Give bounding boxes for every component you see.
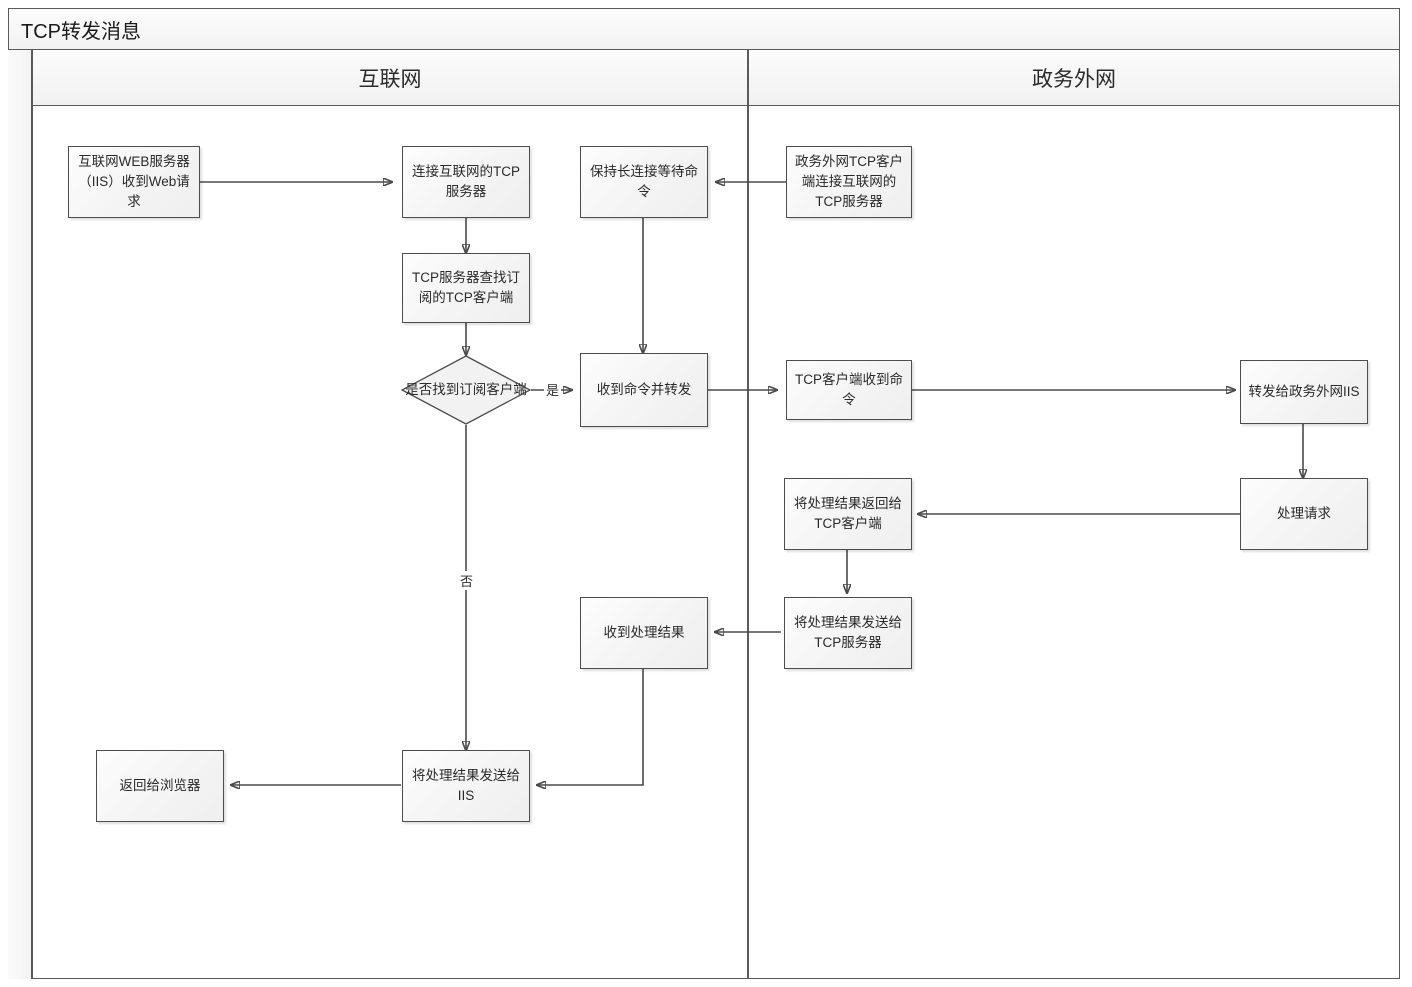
node-label: 互联网WEB服务器（IIS）收到Web请求 (78, 154, 190, 209)
diamond-shape (400, 355, 532, 425)
node-label: 处理请求 (1277, 506, 1331, 521)
edge-label-yes: 是 (544, 380, 562, 399)
lane-header-internet: 互联网 (32, 50, 748, 106)
diagram-title: TCP转发消息 (21, 20, 141, 43)
pool-left-band (8, 50, 32, 979)
node-return-to-browser[interactable]: 返回给浏览器 (96, 750, 224, 822)
node-label: 连接互联网的TCP服务器 (412, 164, 520, 199)
node-send-result-to-tcp-server[interactable]: 将处理结果发送给TCP服务器 (784, 597, 912, 669)
node-label: 保持长连接等待命令 (590, 164, 698, 199)
node-connect-internet-tcp-server[interactable]: 连接互联网的TCP服务器 (402, 146, 530, 218)
node-label: TCP客户端收到命令 (795, 372, 903, 407)
node-return-result-to-tcp-client[interactable]: 将处理结果返回给TCP客户端 (784, 478, 912, 550)
pool-title-bar: TCP转发消息 (8, 8, 1400, 50)
node-keep-long-connection-wait-command[interactable]: 保持长连接等待命令 (580, 146, 708, 218)
node-process-request[interactable]: 处理请求 (1240, 478, 1368, 550)
node-label: 将处理结果发送给IIS (412, 768, 520, 803)
node-label: 将处理结果发送给TCP服务器 (794, 615, 902, 650)
lane-label-internet: 互联网 (358, 67, 422, 91)
lane-label-govnet: 政务外网 (1032, 67, 1116, 91)
node-label: 转发给政务外网IIS (1248, 384, 1360, 399)
edge-n13-n14 (537, 668, 644, 785)
node-govnet-tcp-client-connects[interactable]: 政务外网TCP客户端连接互联网的TCP服务器 (786, 146, 912, 218)
node-decision-found-subscribed-client[interactable]: 是否找到订阅客户端 (400, 355, 532, 425)
node-tcp-server-find-subscribed-client[interactable]: TCP服务器查找订阅的TCP客户端 (402, 253, 530, 323)
node-received-result[interactable]: 收到处理结果 (580, 597, 708, 669)
node-label: 收到处理结果 (603, 625, 685, 640)
node-receive-command-and-forward[interactable]: 收到命令并转发 (580, 353, 708, 427)
edge-label-no: 否 (458, 571, 476, 590)
lane-header-govnet: 政务外网 (748, 50, 1400, 106)
node-tcp-client-received-command[interactable]: TCP客户端收到命令 (786, 360, 912, 420)
node-forward-to-govnet-iis[interactable]: 转发给政务外网IIS (1240, 360, 1368, 424)
node-label: 返回给浏览器 (119, 778, 201, 793)
node-label: 政务外网TCP客户端连接互联网的TCP服务器 (795, 154, 903, 209)
node-web-server-receives-request[interactable]: 互联网WEB服务器（IIS）收到Web请求 (68, 146, 200, 218)
lane-body-internet (32, 106, 748, 979)
node-label: 将处理结果返回给TCP客户端 (794, 496, 902, 531)
node-label: TCP服务器查找订阅的TCP客户端 (412, 270, 520, 305)
node-label: 收到命令并转发 (596, 382, 692, 397)
node-send-result-to-iis[interactable]: 将处理结果发送给IIS (402, 750, 530, 822)
